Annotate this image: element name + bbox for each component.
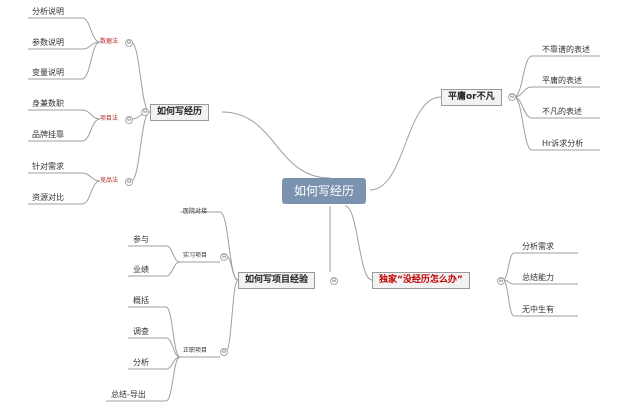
branch-no-experience[interactable]: 独家“没经历怎么办” <box>372 272 470 289</box>
root-node[interactable]: 如何写经历 <box>282 178 367 204</box>
leaf-variable-description[interactable]: 变量说明 <box>32 68 64 77</box>
group-data-method[interactable]: 数据法 <box>100 38 119 45</box>
connector-line <box>165 337 181 358</box>
connector-line <box>165 245 181 263</box>
branch-mediocre-or-extraordinary[interactable]: 平庸or不凡 <box>441 89 502 106</box>
leaf-participate[interactable]: 参与 <box>133 235 149 244</box>
leaf-summarize-ability[interactable]: 总结能力 <box>522 273 554 282</box>
group-project-method[interactable]: 项目法 <box>100 115 119 122</box>
group-internship-project[interactable]: 实习项目 <box>183 252 208 259</box>
connector-line <box>81 109 101 120</box>
leaf-mediocre-expression[interactable]: 平庸的表述 <box>542 76 582 85</box>
collapse-icon[interactable]: ⊖ <box>330 277 338 285</box>
leaf-survey[interactable]: 调查 <box>133 327 149 336</box>
collapse-icon[interactable]: ⊖ <box>125 39 133 47</box>
connector-line <box>513 96 533 151</box>
connector-line <box>369 96 442 191</box>
branch-how-to-write-project[interactable]: 如何写项目经验 <box>238 272 316 289</box>
branch-how-to-write-experience[interactable]: 如何写经历 <box>150 104 210 121</box>
connector-line <box>165 306 181 358</box>
connector-line <box>513 55 533 98</box>
leaf-analyze-demand[interactable]: 分析需求 <box>522 242 554 251</box>
leaf-summary-export[interactable]: 总结-导出 <box>111 390 146 399</box>
connector-line <box>130 41 151 113</box>
collapse-icon[interactable]: ⊖ <box>508 93 516 101</box>
leaf-overview[interactable]: 概括 <box>133 296 149 305</box>
connector-line <box>81 17 101 43</box>
leaf-unreliable-expression[interactable]: 不靠谱的表述 <box>542 45 590 54</box>
collapse-icon[interactable]: ⊖ <box>220 348 228 356</box>
connector-line <box>81 180 101 205</box>
leaf-analyze[interactable]: 分析 <box>133 358 149 367</box>
connector-line <box>165 261 181 277</box>
collapse-icon[interactable]: ⊖ <box>497 277 505 285</box>
connector-line <box>225 279 239 352</box>
leaf-resource-comparison[interactable]: 资源对比 <box>32 193 64 202</box>
connector-line <box>502 279 515 317</box>
connector-line <box>165 356 181 402</box>
leaf-targeted-needs[interactable]: 针对需求 <box>32 162 64 171</box>
group-hospital-docking[interactable]: 医院对接 <box>183 208 208 215</box>
connector-line <box>502 252 515 281</box>
collapse-icon[interactable]: ⊖ <box>220 253 228 261</box>
leaf-performance[interactable]: 业绩 <box>133 265 149 274</box>
connector-line <box>513 96 533 119</box>
group-competitor-method[interactable]: 竞品法 <box>100 177 119 184</box>
connector-line <box>344 205 373 281</box>
collapse-icon[interactable]: ⊖ <box>141 108 149 116</box>
connector-line <box>225 255 239 281</box>
leaf-brand-affiliation[interactable]: 品牌挂靠 <box>32 130 64 139</box>
leaf-hr-needs-analysis[interactable]: Hr诉求分析 <box>542 139 584 148</box>
leaf-extraordinary-expression[interactable]: 不凡的表述 <box>542 107 582 116</box>
connector-line <box>130 111 151 182</box>
connector-line <box>81 41 101 80</box>
connector-line <box>221 111 331 179</box>
leaf-parameter-description[interactable]: 参数说明 <box>32 38 64 47</box>
leaf-multiple-roles[interactable]: 身兼数职 <box>32 99 64 108</box>
connector-line <box>219 211 239 281</box>
connector-line <box>513 86 533 98</box>
connector-line <box>81 172 101 182</box>
leaf-create-from-nothing[interactable]: 无中生有 <box>522 305 554 314</box>
group-fulltime-project[interactable]: 正职项目 <box>183 347 208 354</box>
collapse-icon[interactable]: ⊖ <box>125 116 133 124</box>
leaf-analysis-description[interactable]: 分析说明 <box>32 7 64 16</box>
collapse-icon[interactable]: ⊖ <box>125 178 133 186</box>
connector-line <box>81 118 101 142</box>
